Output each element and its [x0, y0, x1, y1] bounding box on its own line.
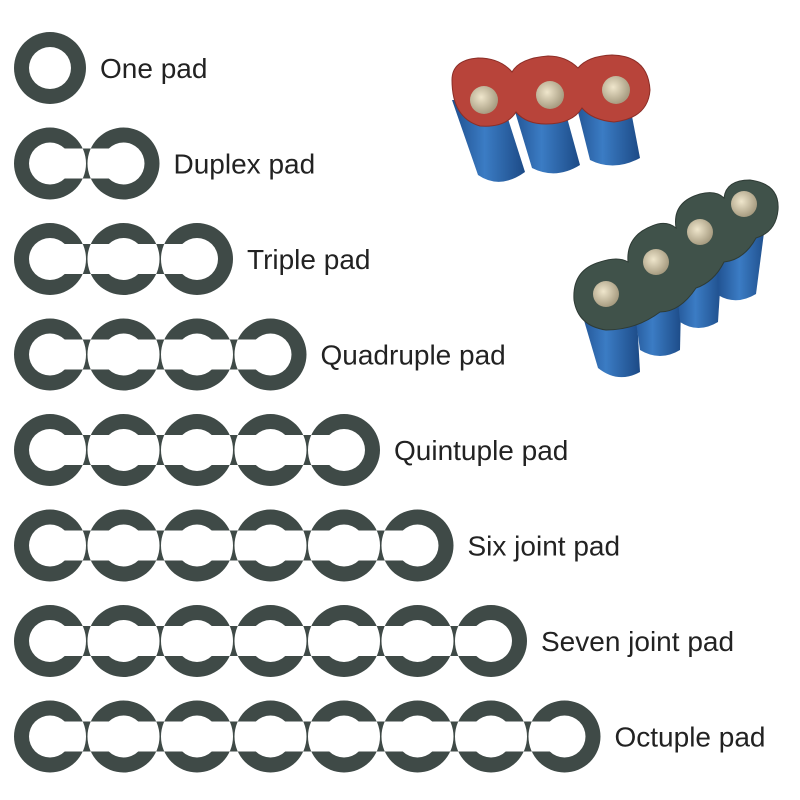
- pad-hole: [102, 429, 145, 471]
- pad-hole: [323, 620, 365, 662]
- pad-row: Triple pad: [14, 223, 370, 295]
- pad-hole: [176, 238, 218, 280]
- pad-label: Quadruple pad: [321, 340, 506, 371]
- pad-hole: [102, 524, 145, 567]
- pad-label: Six joint pad: [468, 531, 621, 562]
- pad-hole: [29, 333, 71, 376]
- pad-hole: [176, 429, 218, 471]
- pad-hole: [102, 620, 145, 662]
- pad-hole: [29, 715, 71, 758]
- pad-hole: [29, 238, 71, 280]
- pad-row: Octuple pad: [14, 700, 766, 773]
- pad-hole: [396, 524, 439, 567]
- pad-hole: [29, 524, 71, 567]
- pad-hole: [29, 620, 71, 662]
- insulating-pad-shape: [14, 414, 380, 486]
- pad-hole: [176, 715, 218, 758]
- pad-hole: [249, 429, 292, 471]
- cell-contact: [470, 86, 498, 114]
- pad-hole: [249, 333, 292, 376]
- pad-row: Quadruple pad: [14, 318, 506, 391]
- pad-hole: [176, 524, 218, 567]
- pad-label: One pad: [100, 53, 207, 84]
- insulating-pad-shape: [14, 700, 601, 773]
- insulating-pad-shape: [14, 605, 527, 677]
- insulating-pad-shape: [14, 223, 233, 295]
- pad-hole: [102, 333, 145, 376]
- pad-label: Quintuple pad: [394, 435, 568, 466]
- pad-label: Octuple pad: [615, 722, 766, 753]
- cell-contact: [643, 249, 669, 275]
- cell-contact: [536, 81, 564, 109]
- pad-hole: [249, 524, 292, 567]
- cell-contact: [731, 191, 757, 217]
- pad-hole: [29, 142, 71, 185]
- pad-hole: [396, 620, 439, 662]
- pad-hole: [323, 715, 365, 758]
- pad-hole: [323, 524, 365, 567]
- pad-row: Six joint pad: [14, 509, 621, 582]
- pad-hole: [176, 620, 218, 662]
- green-pad-battery-photo: [573, 179, 779, 378]
- pad-row: Quintuple pad: [14, 414, 568, 486]
- green-insulating-pad: [573, 179, 779, 331]
- insulating-pad-shape: [14, 318, 307, 391]
- pad-hole: [102, 142, 145, 185]
- pad-hole: [176, 333, 218, 376]
- pad-hole: [323, 429, 365, 471]
- pad-row: Duplex pad: [14, 127, 316, 200]
- pad-hole: [396, 715, 439, 758]
- cell-contact: [602, 76, 630, 104]
- pad-hole: [470, 620, 512, 662]
- pad-hole: [249, 715, 292, 758]
- pad-label: Seven joint pad: [541, 626, 734, 657]
- pad-hole: [29, 47, 71, 89]
- pad-hole: [29, 429, 71, 471]
- red-pad-battery-photo: [451, 54, 651, 182]
- pad-hole: [543, 715, 586, 758]
- pad-hole: [470, 715, 512, 758]
- pad-label: Triple pad: [247, 244, 370, 275]
- cell-contact: [687, 219, 713, 245]
- pad-hole: [102, 715, 145, 758]
- pad-row: Seven joint pad: [14, 605, 734, 677]
- pad-row: One pad: [14, 32, 207, 104]
- cell-contact: [593, 281, 619, 307]
- pad-hole: [249, 620, 292, 662]
- pad-hole: [102, 238, 145, 280]
- pad-label: Duplex pad: [174, 149, 316, 180]
